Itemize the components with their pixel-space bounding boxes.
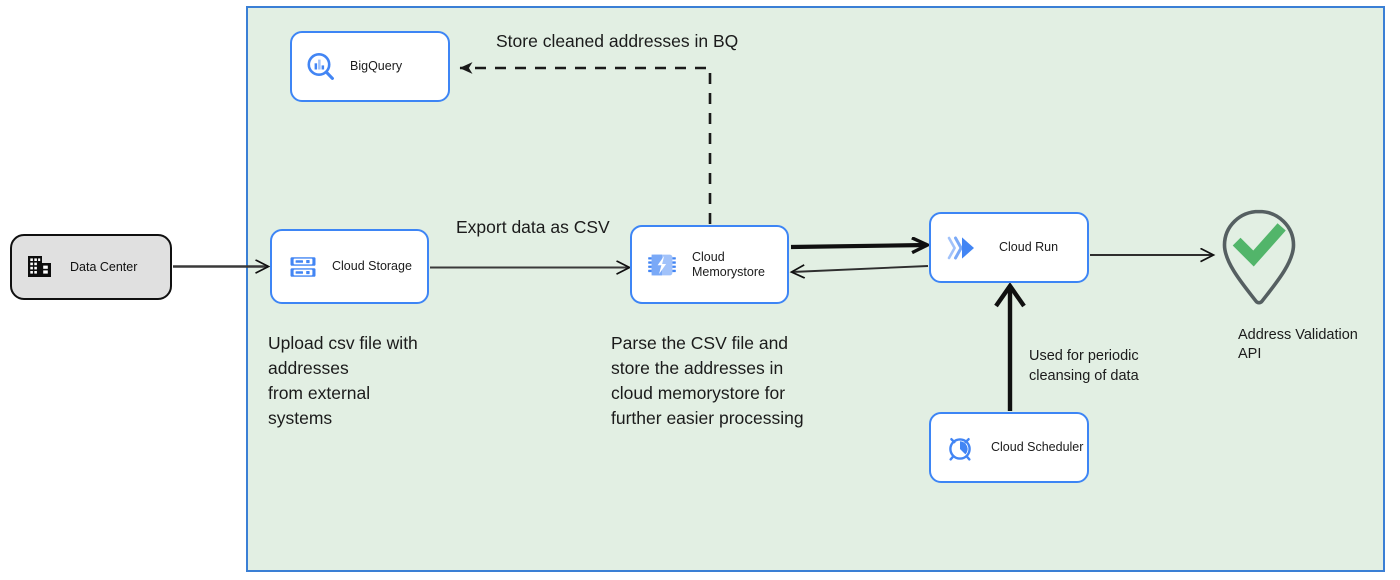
node-label: Cloud Run bbox=[999, 240, 1059, 254]
annotation-upload: Upload csv file with addresses from exte… bbox=[268, 333, 418, 428]
cloud-storage-icon bbox=[288, 252, 318, 282]
node-data-center[interactable]: Data Center bbox=[10, 234, 172, 300]
node-label: BigQuery bbox=[350, 59, 403, 73]
office-building-icon bbox=[26, 253, 54, 281]
map-pin-check-icon bbox=[1222, 209, 1296, 305]
node-label: Cloud Memorystore bbox=[692, 249, 765, 279]
node-label: Data Center bbox=[70, 259, 138, 274]
node-bigquery[interactable]: BigQuery bbox=[290, 31, 450, 102]
node-label-address-validation-api: Address Validation API bbox=[1238, 327, 1358, 362]
node-label: Cloud Storage bbox=[332, 259, 412, 273]
bigquery-icon bbox=[304, 50, 338, 84]
node-address-validation-api[interactable] bbox=[1216, 206, 1302, 308]
cloud-run-icon bbox=[943, 231, 983, 265]
annotation-parse: Parse the CSV file and store the address… bbox=[611, 333, 804, 428]
annotation-periodic-cleansing: Used for periodic cleansing of data bbox=[1029, 348, 1139, 384]
cloud-scheduler-icon bbox=[943, 431, 977, 465]
edge-label-export-csv: Export data as CSV bbox=[456, 217, 610, 237]
node-cloud-storage[interactable]: Cloud Storage bbox=[270, 229, 429, 304]
node-cloud-run[interactable]: Cloud Run bbox=[929, 212, 1089, 283]
edge-label-store-in-bq: Store cleaned addresses in BQ bbox=[496, 31, 739, 51]
cloud-memorystore-icon bbox=[646, 249, 678, 281]
node-label: Cloud Scheduler bbox=[991, 440, 1084, 454]
node-cloud-memorystore[interactable]: Cloud Memorystore bbox=[630, 225, 789, 304]
node-cloud-scheduler[interactable]: Cloud Scheduler bbox=[929, 412, 1089, 483]
